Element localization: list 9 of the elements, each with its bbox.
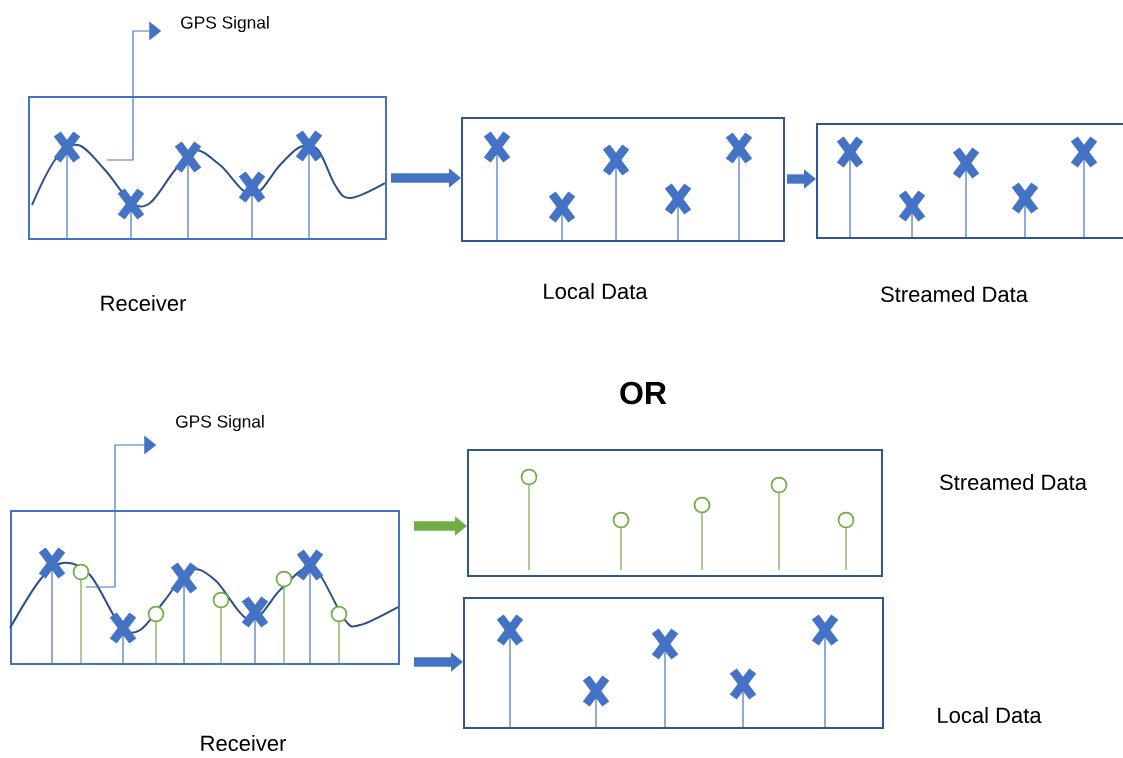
box-label: Receiver bbox=[201, 734, 287, 752]
signal-label: GPS Signal bbox=[181, 15, 269, 33]
box-label: Streamed Data bbox=[881, 285, 1028, 303]
signal-label: GPS Signal bbox=[176, 414, 264, 432]
box-label: Local Data bbox=[938, 706, 1042, 724]
box-label: Receiver bbox=[101, 294, 187, 312]
box-label: Streamed Data bbox=[940, 473, 1087, 491]
or-label: OR bbox=[620, 381, 667, 405]
box-label: Local Data bbox=[544, 282, 648, 300]
